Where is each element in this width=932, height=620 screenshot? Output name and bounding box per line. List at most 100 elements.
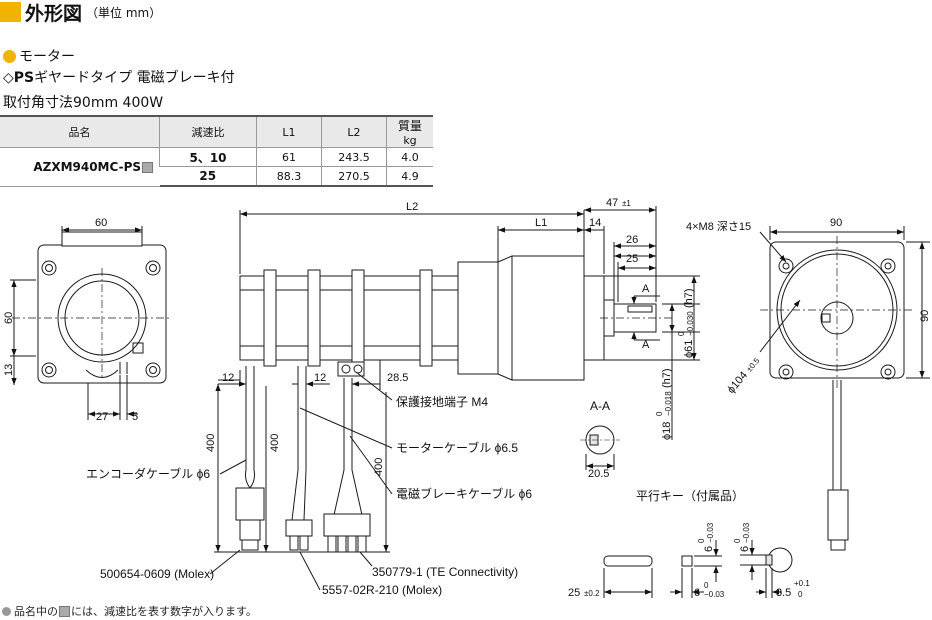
- type-prefix: ◇: [3, 70, 14, 86]
- dim-4xm8: 4×M8 深さ15: [686, 220, 751, 233]
- dim-13: 13: [3, 364, 15, 376]
- key-dim-6-b-top: 0: [704, 581, 709, 590]
- dim-12-right: 12: [314, 372, 326, 384]
- table-row: AZXM940MC-PS 5、10 61 243.5 4.0: [0, 147, 433, 187]
- section-label: モーター: [19, 49, 75, 65]
- spec-table: 品名 減速比 L1 L2 質量 kg AZXM940MC-PS 5、10 61 …: [0, 115, 433, 187]
- callout-labels: 保護接地端子 M4 モーターケーブル ϕ6.5 エンコーダケーブル ϕ6 電磁ブ…: [86, 394, 532, 597]
- type-rest: ギヤードタイプ 電磁ブレーキ付: [34, 70, 235, 86]
- dim-90-vertical: 90: [919, 310, 931, 322]
- key-dim-25-tol: ±0.2: [584, 589, 600, 598]
- footnote-post: には、減速比を表す数字が入ります。: [71, 605, 257, 618]
- key-dim-6-c-top: 0: [733, 538, 742, 543]
- side-view: [209, 206, 700, 591]
- key-dim-6-vertical-c: 6 0 −0.03: [733, 522, 751, 552]
- key-dim-6-a-top: 0: [697, 538, 706, 543]
- dim-phi61-tol-bottom: −0.030: [686, 311, 695, 336]
- dim-phi61-value: ϕ61: [683, 340, 695, 358]
- key-title: 平行キー（付属品）: [636, 489, 744, 503]
- callout-brake-cable: 電磁ブレーキケーブル ϕ6: [396, 486, 532, 501]
- callout-ground: 保護接地端子 M4: [396, 394, 488, 409]
- key-dim-6-vertical-a: 6 0 −0.03: [697, 522, 715, 552]
- header-mass-unit: kg: [403, 134, 417, 147]
- key-dim-6-a: 6: [703, 546, 715, 552]
- dim-5: 5: [132, 411, 138, 423]
- l1-cell: 61: [256, 147, 322, 167]
- key-dim-6-c-bottom: −0.03: [742, 522, 751, 543]
- dim-phi61-fit: (h7): [683, 288, 695, 308]
- section-heading: モーター: [3, 46, 75, 66]
- rear-view: [10, 226, 170, 420]
- dim-phi104-tol: ±0.5: [745, 356, 762, 374]
- table-row: 25 88.3 270.5 4.9: [0, 166, 433, 187]
- title-row: 外形図 （単位 mm）: [0, 0, 162, 25]
- dim-60: 60: [95, 217, 107, 229]
- callout-encoder-cable: エンコーダケーブル ϕ6: [86, 466, 210, 481]
- dim-l1: L1: [535, 217, 547, 229]
- dim-phi18-tol-top: 0: [655, 411, 664, 416]
- header-name: 品名: [0, 115, 160, 148]
- title-marker: [0, 2, 21, 22]
- type-heading: ◇PSギヤードタイプ 電磁ブレーキ付: [3, 67, 235, 87]
- mass-cell: 4.9: [386, 166, 433, 187]
- dim-90: 90: [830, 217, 842, 229]
- dim-60-vertical: 60: [3, 312, 15, 324]
- dim-phi18-tol-bottom: −0.018: [664, 391, 673, 416]
- header-mass-label: 質量: [397, 119, 422, 133]
- placeholder-square-icon: [59, 605, 70, 617]
- type-bold: PS: [13, 70, 35, 86]
- key-dim-3-5: 3.5: [776, 587, 791, 599]
- dim-47-tol: ±1: [622, 199, 631, 208]
- dim-400-a: 400: [205, 434, 217, 452]
- header-ratio: 減速比: [159, 115, 257, 148]
- ratio-cell: 25: [159, 166, 257, 187]
- page-title: 外形図: [25, 2, 83, 25]
- section-mark-a-top: A: [642, 283, 650, 295]
- l2-cell: 243.5: [321, 147, 387, 167]
- dim-25: 25: [626, 253, 638, 265]
- key-dim-6-a-bottom: −0.03: [706, 522, 715, 543]
- dim-26: 26: [626, 234, 638, 246]
- model-cell: AZXM940MC-PS: [0, 147, 160, 187]
- footnote: 品名中の には、減速比を表す数字が入ります。: [2, 603, 257, 619]
- dim-27: 27: [96, 411, 108, 423]
- dim-phi18-fit: (h7): [661, 368, 673, 388]
- model-name: AZXM940MC-PS: [33, 159, 141, 174]
- callout-connector-motor: 350779-1 (TE Connectivity): [372, 565, 518, 579]
- l2-cell: 270.5: [321, 166, 387, 187]
- dim-l2: L2: [406, 201, 418, 213]
- dim-phi18-value: ϕ18: [661, 422, 673, 440]
- key-dim-25: 25: [568, 587, 580, 599]
- footnote-pre: 品名中の: [14, 605, 58, 618]
- key-views: [603, 540, 793, 598]
- key-dim-6-b-bottom: −0.03: [704, 590, 725, 599]
- dimension-labels: 60 60 13 27 5 L2 L1 14 47 ±1 26 25 A A ϕ…: [3, 197, 931, 599]
- mass-cell: 4.0: [386, 147, 433, 167]
- ratio-cell: 5、10: [159, 147, 257, 167]
- l1-cell: 88.3: [256, 166, 322, 187]
- section-mark-a-bottom: A: [642, 339, 650, 351]
- dim-12-left: 12: [222, 372, 234, 384]
- unit-label: （単位 mm）: [86, 5, 162, 20]
- front-view: [759, 226, 930, 551]
- callout-connector-brake: 5557-02R-210 (Molex): [322, 583, 442, 597]
- placeholder-square-icon: [142, 161, 153, 173]
- dim-phi104-value: ϕ104: [725, 369, 750, 395]
- dim-phi61-tol-top: 0: [677, 331, 686, 336]
- header-l2: L2: [321, 115, 387, 148]
- key-dim-3-5-bottom: 0: [798, 590, 803, 599]
- section-aa: [580, 425, 620, 470]
- key-dim-6-c: 6: [739, 546, 751, 552]
- callout-motor-cable: モーターケーブル ϕ6.5: [396, 440, 518, 455]
- dim-20-5: 20.5: [588, 468, 609, 480]
- dim-phi104: ϕ104 ±0.5: [725, 356, 762, 396]
- dim-14: 14: [589, 217, 601, 229]
- section-aa-label: A-A: [590, 399, 610, 413]
- frame-heading: 取付角寸法90mm 400W: [3, 95, 164, 111]
- key-dim-6-b: 6: [694, 587, 700, 599]
- dim-400-b: 400: [269, 434, 281, 452]
- dim-400-c: 400: [373, 458, 385, 476]
- dim-phi18: ϕ18 0 −0.018 (h7): [655, 368, 673, 440]
- key-dim-3-5-top: +0.1: [794, 579, 810, 588]
